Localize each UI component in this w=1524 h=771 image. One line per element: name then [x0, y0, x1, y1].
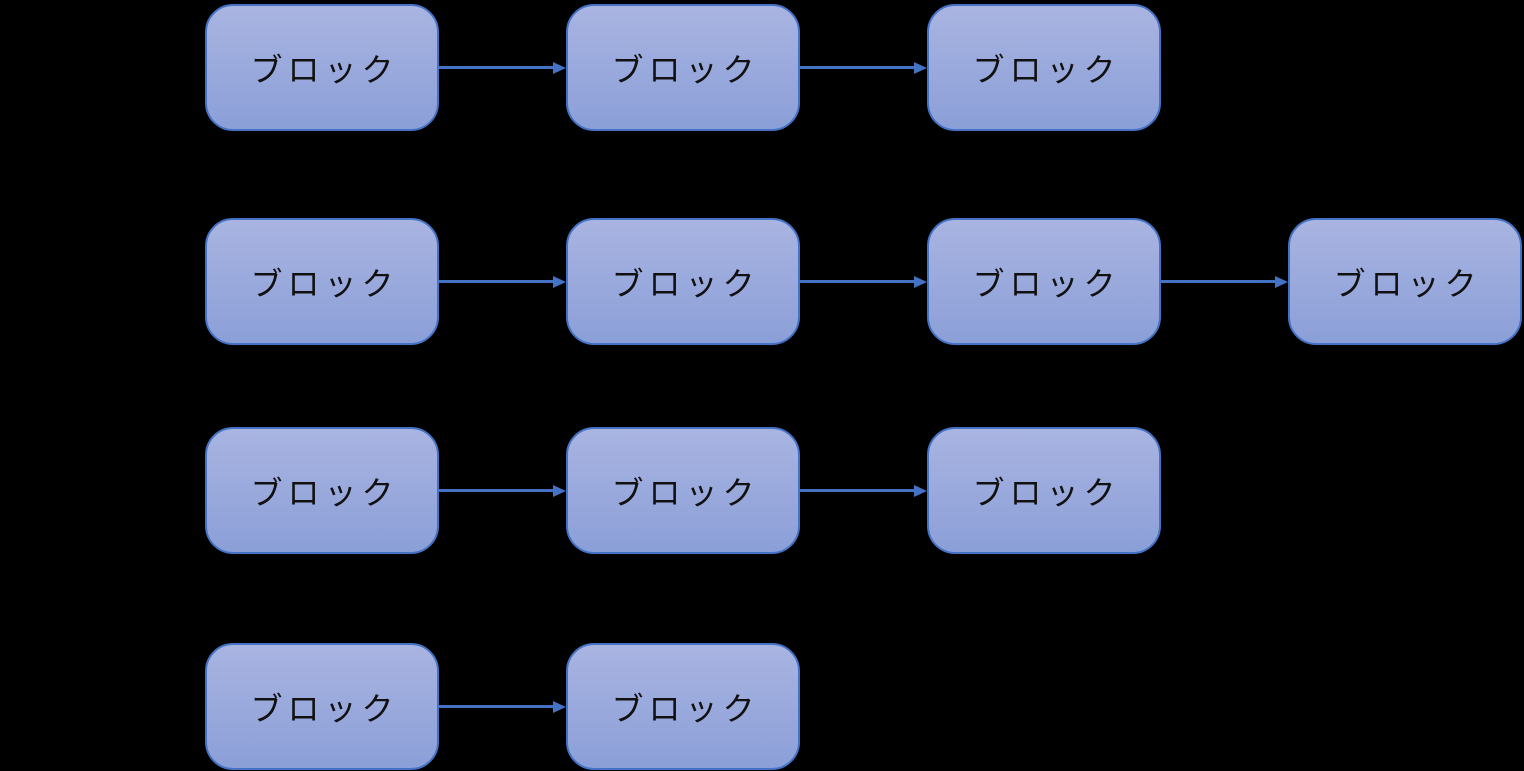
arrowhead-icon	[914, 61, 927, 74]
connector-line	[439, 489, 553, 492]
connector-arrow	[800, 275, 927, 289]
flow-node: ブロック	[927, 427, 1161, 554]
flow-node-label: ブロック	[611, 265, 760, 302]
connector-line	[439, 66, 553, 69]
flow-node-label: ブロック	[1333, 265, 1482, 302]
connector-line	[800, 280, 914, 283]
flow-node: ブロック	[566, 4, 800, 131]
connector-arrow	[800, 61, 927, 75]
flow-node: ブロック	[205, 4, 439, 131]
connector-arrow	[439, 700, 566, 714]
connector-line	[439, 705, 553, 708]
flow-node-label: ブロック	[611, 690, 760, 727]
arrowhead-icon	[553, 484, 566, 497]
arrowhead-icon	[553, 700, 566, 713]
flow-node-label: ブロック	[250, 51, 399, 88]
flow-node-label: ブロック	[972, 474, 1121, 511]
flow-node: ブロック	[927, 4, 1161, 131]
arrowhead-icon	[914, 484, 927, 497]
flow-node: ブロック	[205, 427, 439, 554]
flow-node-label: ブロック	[250, 474, 399, 511]
arrowhead-icon	[553, 275, 566, 288]
flow-node-label: ブロック	[250, 265, 399, 302]
arrowhead-icon	[1275, 275, 1288, 288]
arrowhead-icon	[914, 275, 927, 288]
flow-node: ブロック	[1288, 218, 1522, 345]
connector-line	[439, 280, 553, 283]
flow-node-label: ブロック	[972, 51, 1121, 88]
flow-node: ブロック	[927, 218, 1161, 345]
flow-node-label: ブロック	[611, 51, 760, 88]
flow-node-label: ブロック	[250, 690, 399, 727]
connector-line	[1161, 280, 1275, 283]
flow-node-label: ブロック	[972, 265, 1121, 302]
arrowhead-icon	[553, 61, 566, 74]
flow-node: ブロック	[205, 643, 439, 770]
flow-node-label: ブロック	[611, 474, 760, 511]
connector-arrow	[439, 61, 566, 75]
flow-node: ブロック	[566, 427, 800, 554]
connector-arrow	[1161, 275, 1288, 289]
connector-arrow	[439, 484, 566, 498]
connector-arrow	[439, 275, 566, 289]
connector-line	[800, 66, 914, 69]
connector-arrow	[800, 484, 927, 498]
connector-line	[800, 489, 914, 492]
flow-node: ブロック	[566, 218, 800, 345]
flow-node: ブロック	[205, 218, 439, 345]
flow-node: ブロック	[566, 643, 800, 770]
